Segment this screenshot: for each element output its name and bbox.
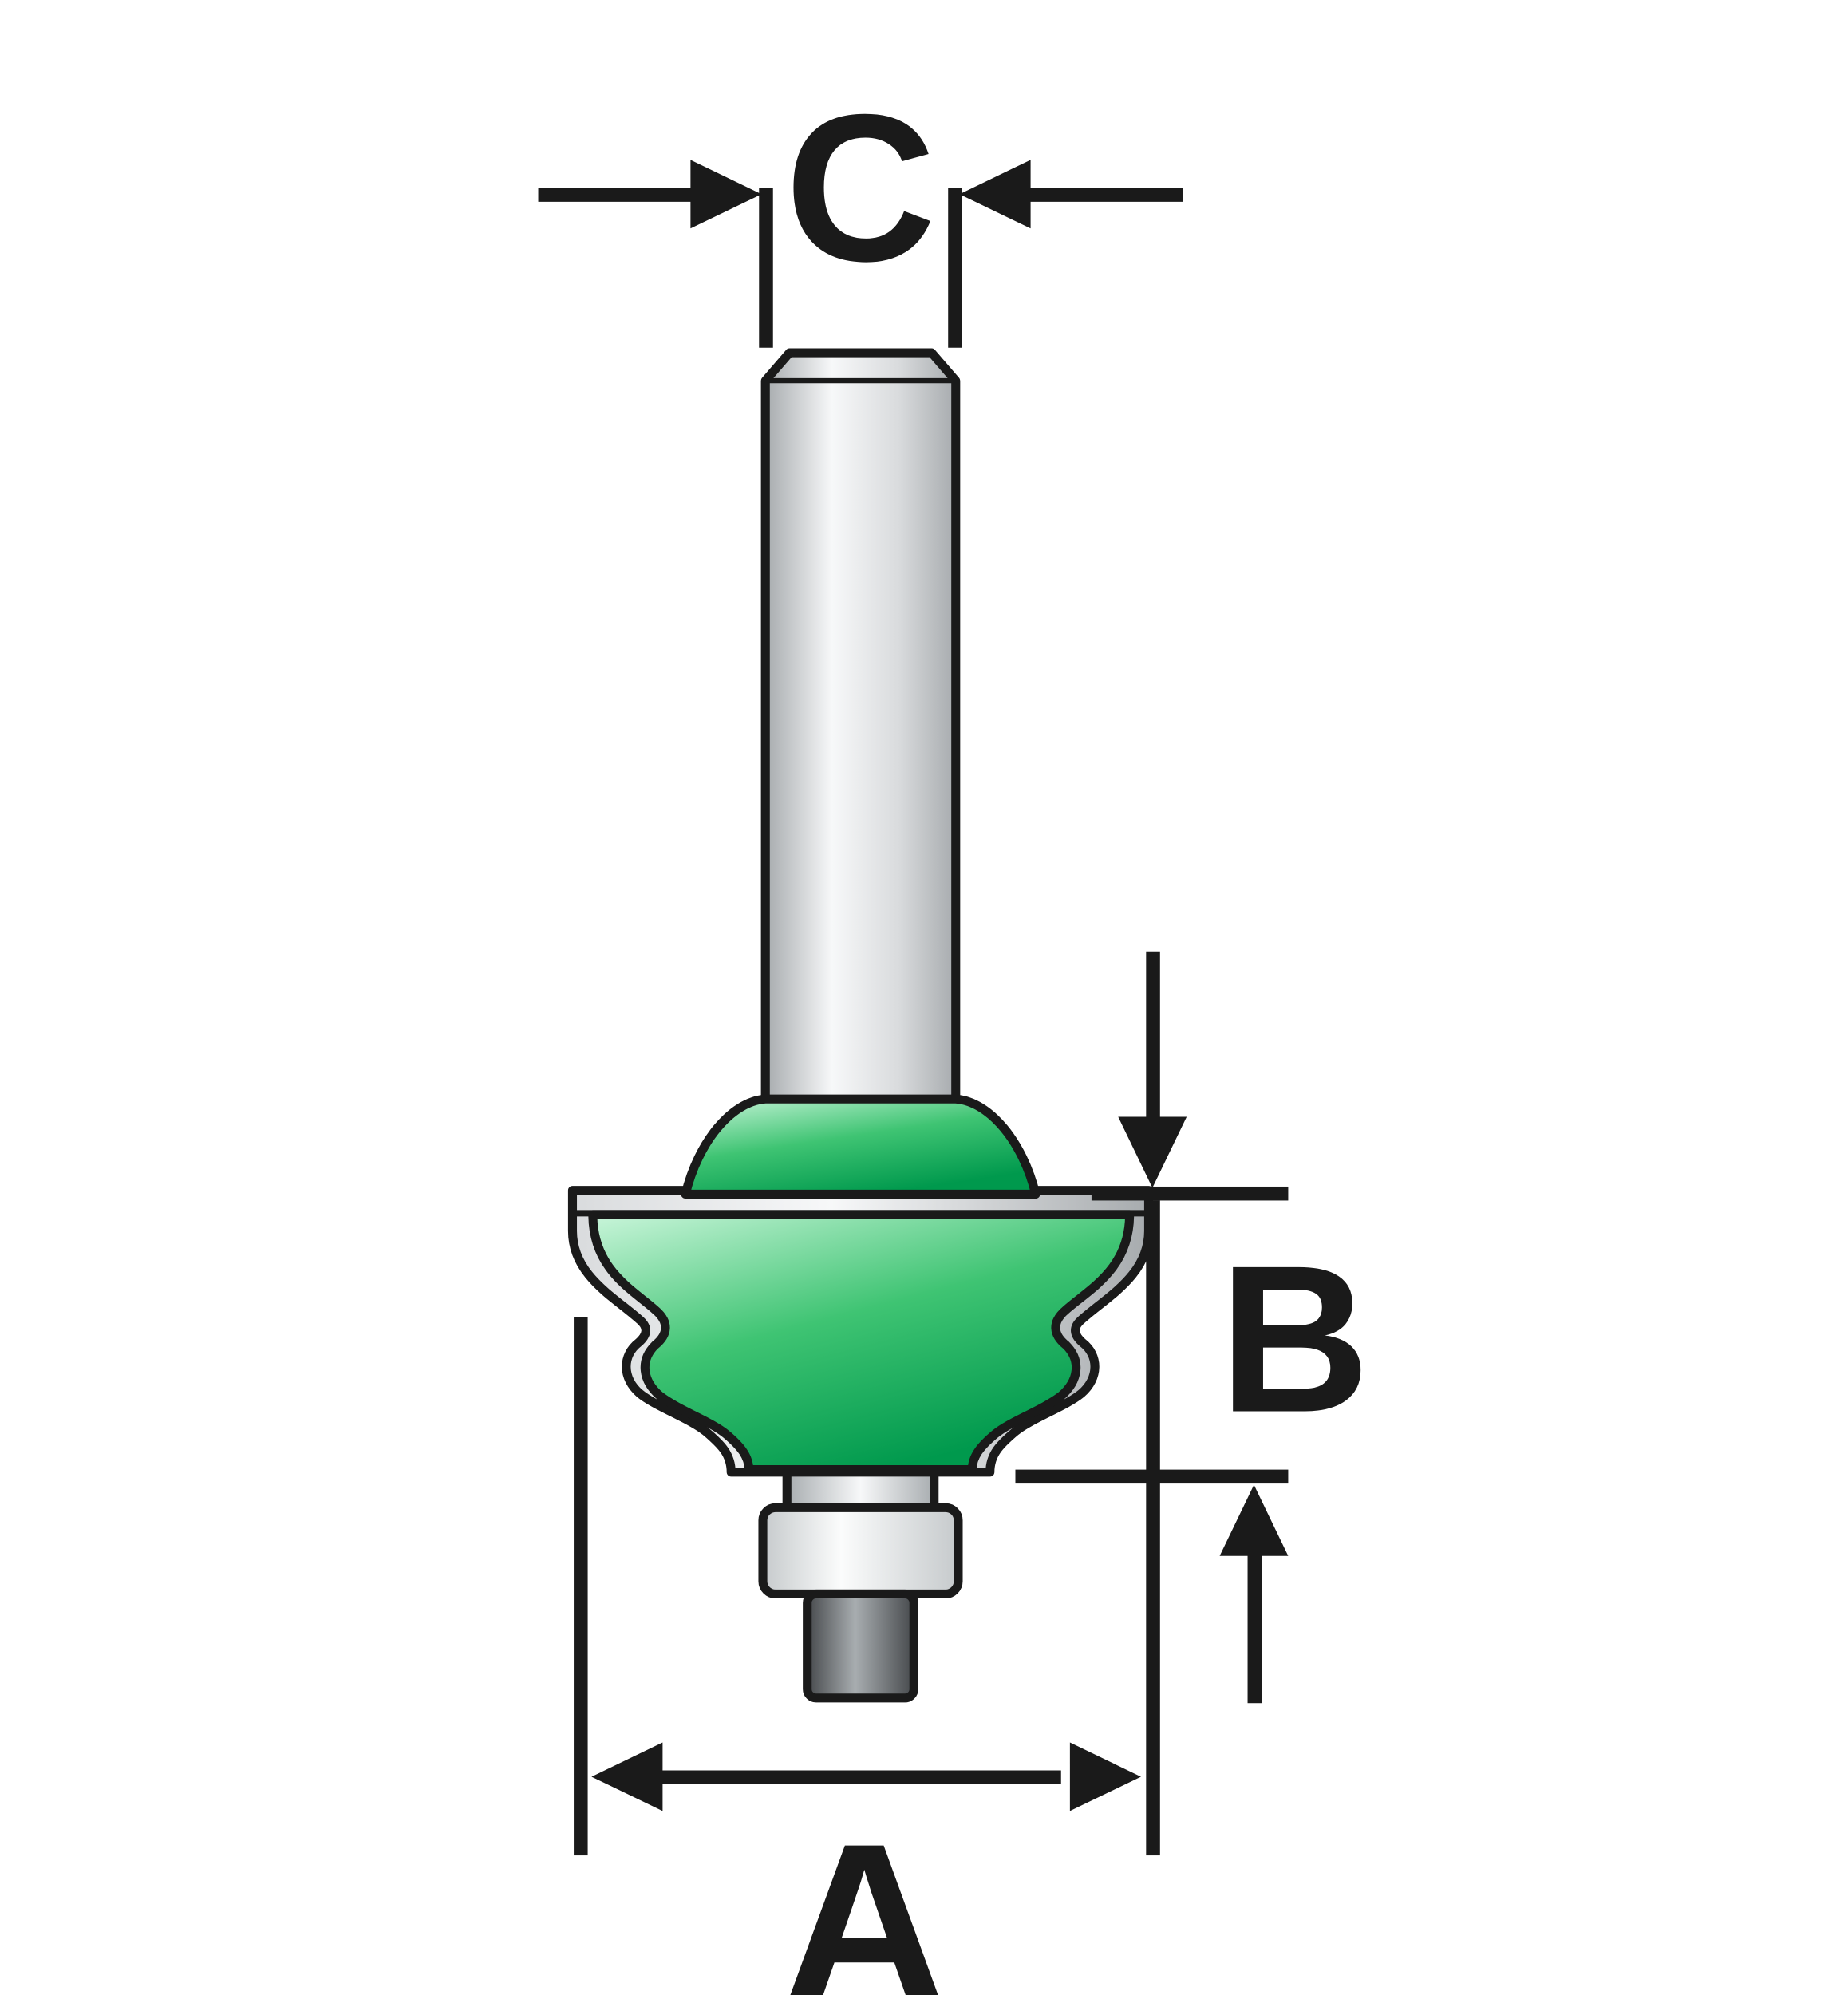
dimension-annotations: C B A [538, 70, 1371, 1995]
bit-artwork [567, 348, 1154, 1703]
green-cutting-face [588, 1210, 1135, 1475]
dim-a-arrowhead-right [1069, 1742, 1141, 1811]
dim-a-extension-right [1146, 1200, 1160, 1856]
dim-c-shaft-right [1015, 188, 1183, 202]
dim-b-arrow-top-shaft [1146, 951, 1160, 1122]
shank [760, 348, 961, 1147]
dim-a-extension-left [574, 1317, 588, 1856]
dim-a-shaft [660, 1770, 1061, 1785]
label-cutter-diameter: A [782, 1796, 947, 1995]
dim-a-arrowhead-left [591, 1742, 663, 1811]
bearing-collar [782, 1468, 939, 1512]
dim-b-arrowhead-bottom [1219, 1484, 1289, 1556]
dim-b-arrow-bottom-shaft [1247, 1551, 1262, 1704]
dim-b-arrowhead-top [1118, 1116, 1187, 1188]
dim-c-extension-left [759, 188, 773, 348]
dim-c-arrowhead-left [690, 160, 762, 229]
dim-c-arrowhead-right [959, 160, 1031, 229]
green-dome [681, 1094, 1040, 1199]
label-cutting-length: B [1219, 1221, 1371, 1456]
dim-c-extension-right [948, 188, 962, 348]
label-shank-diameter: C [785, 70, 937, 305]
dim-c-shaft-left [538, 188, 706, 202]
guide-bearing [758, 1503, 963, 1599]
dim-b-tick-top [1091, 1186, 1289, 1201]
bearing-stud [803, 1589, 918, 1703]
